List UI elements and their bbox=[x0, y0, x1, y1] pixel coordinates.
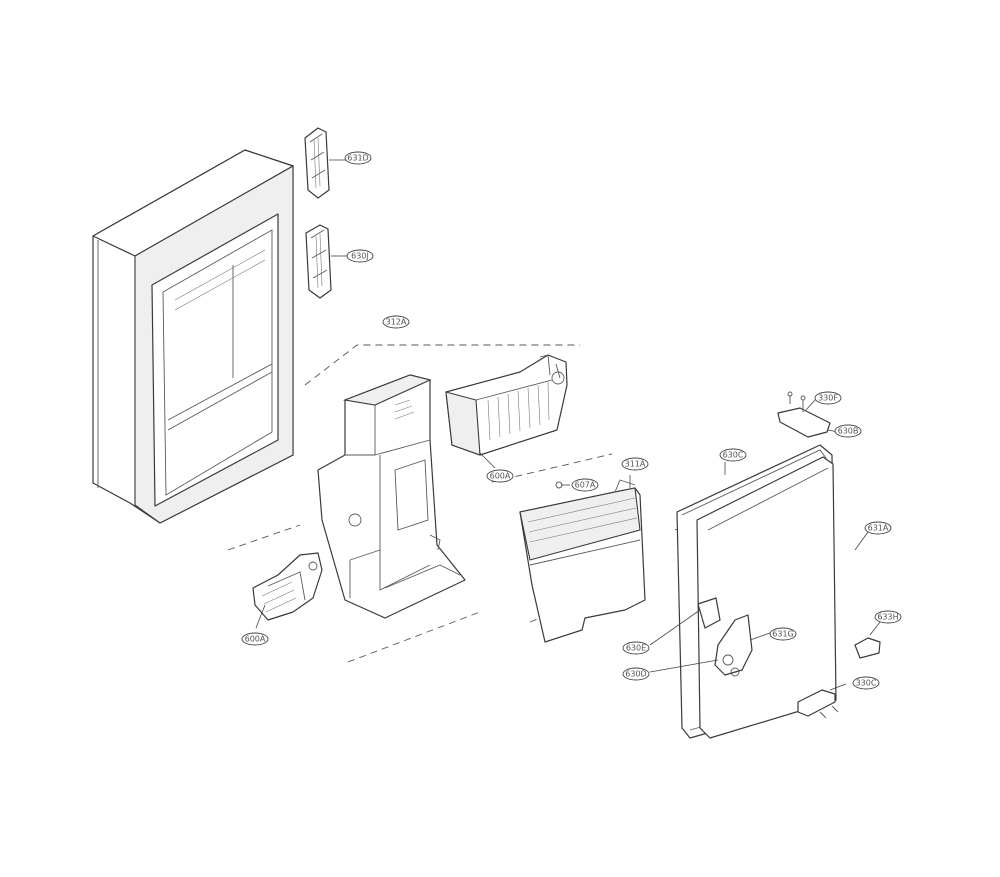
callout-label: 312A bbox=[386, 318, 407, 327]
callout-label: 607A bbox=[575, 481, 596, 490]
callout-label: 630C bbox=[723, 451, 744, 460]
callout-630d: 630D bbox=[622, 667, 650, 681]
top-hinge-bracket bbox=[777, 391, 831, 438]
callout-label: 630J bbox=[351, 252, 369, 261]
callout-330f: 330F bbox=[814, 391, 842, 405]
callout-631a: 631A bbox=[864, 521, 892, 535]
callout-633h: 633H bbox=[874, 610, 902, 624]
callout-600a-bracket: 600A bbox=[241, 632, 269, 646]
hinge-cover-upper bbox=[304, 127, 330, 199]
callout-label: 631A bbox=[868, 524, 889, 533]
lever-assembly bbox=[697, 597, 753, 677]
callout-630c: 630C bbox=[719, 448, 747, 462]
callout-600a-icemaker: 600A bbox=[486, 469, 514, 483]
door-panel bbox=[676, 444, 837, 739]
callout-631g: 631G bbox=[769, 627, 797, 641]
callout-330c: 330C bbox=[852, 676, 880, 690]
callout-label: 330F bbox=[818, 394, 838, 403]
door-frame bbox=[92, 149, 294, 524]
callout-630e: 630E bbox=[622, 641, 650, 655]
callout-label: 600A bbox=[490, 472, 511, 481]
callout-label: 633H bbox=[877, 613, 898, 622]
callout-label: 630B bbox=[838, 427, 859, 436]
mounting-bracket bbox=[252, 552, 323, 621]
callout-label: 631D bbox=[347, 154, 368, 163]
ice-maker-assembly bbox=[445, 354, 568, 456]
callout-312a: 312A bbox=[382, 315, 410, 329]
hinge-cover-lower bbox=[305, 224, 332, 299]
leader-lines bbox=[255, 159, 881, 691]
callout-label: 330C bbox=[856, 679, 877, 688]
bottom-hinge-bracket bbox=[797, 689, 839, 719]
callout-label: 311A bbox=[625, 460, 646, 469]
callout-311a: 311A bbox=[621, 457, 649, 471]
dispenser-cover bbox=[519, 479, 646, 643]
callout-label: 630D bbox=[625, 670, 646, 679]
callout-631d: 631D bbox=[344, 151, 372, 165]
small-clip-right bbox=[854, 637, 881, 659]
callout-607a: 607A bbox=[571, 478, 599, 492]
callout-label: 600A bbox=[245, 635, 266, 644]
callout-630j: 630J bbox=[346, 249, 374, 263]
callout-label: 631G bbox=[772, 630, 793, 639]
callout-630b: 630B bbox=[834, 424, 862, 438]
ice-bin-housing bbox=[317, 374, 466, 619]
callout-label: 630E bbox=[626, 644, 646, 653]
